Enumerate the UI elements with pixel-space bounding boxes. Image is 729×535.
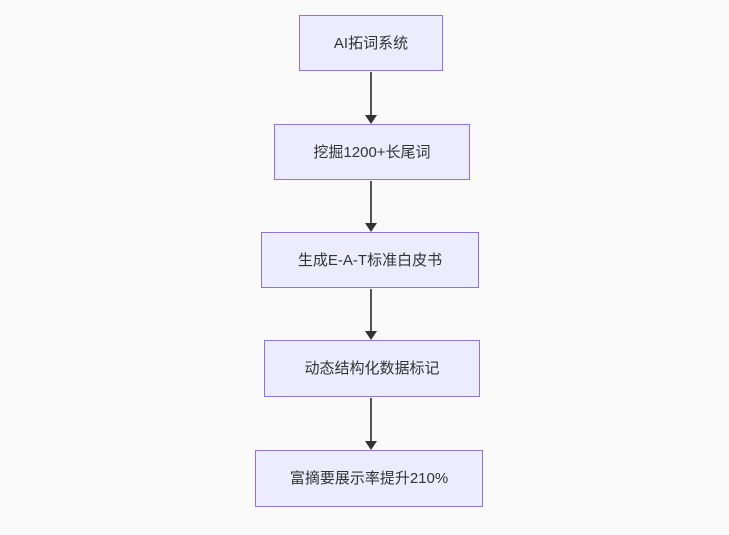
arrowhead-down-icon [365, 331, 377, 340]
arrow-shaft [370, 72, 372, 115]
flow-edge-1 [365, 72, 377, 124]
flow-node-label: 富摘要展示率提升210% [289, 470, 449, 487]
flow-node-eat-whitepaper: 生成E-A-T标准白皮书 [261, 232, 479, 288]
arrow-shaft [370, 289, 372, 331]
arrowhead-down-icon [365, 115, 377, 124]
flow-node-label: 动态结构化数据标记 [304, 360, 440, 377]
flow-node-ai-word-expansion: AI拓词系统 [299, 15, 443, 71]
flow-node-label: 生成E-A-T标准白皮书 [297, 251, 443, 269]
flow-node-label: 挖掘1200+长尾词 [313, 143, 431, 161]
arrowhead-down-icon [365, 223, 377, 232]
arrowhead-down-icon [365, 441, 377, 450]
flow-node-structured-data-markup: 动态结构化数据标记 [264, 340, 480, 397]
flow-edge-4 [365, 398, 377, 450]
flow-edge-2 [365, 181, 377, 232]
flow-node-rich-snippet-result: 富摘要展示率提升210% [255, 450, 483, 507]
arrow-shaft [370, 398, 372, 441]
arrow-shaft [370, 181, 372, 223]
flow-node-longtail-mining: 挖掘1200+长尾词 [274, 124, 470, 180]
flow-edge-3 [365, 289, 377, 340]
flow-node-label: AI拓词系统 [333, 34, 409, 52]
